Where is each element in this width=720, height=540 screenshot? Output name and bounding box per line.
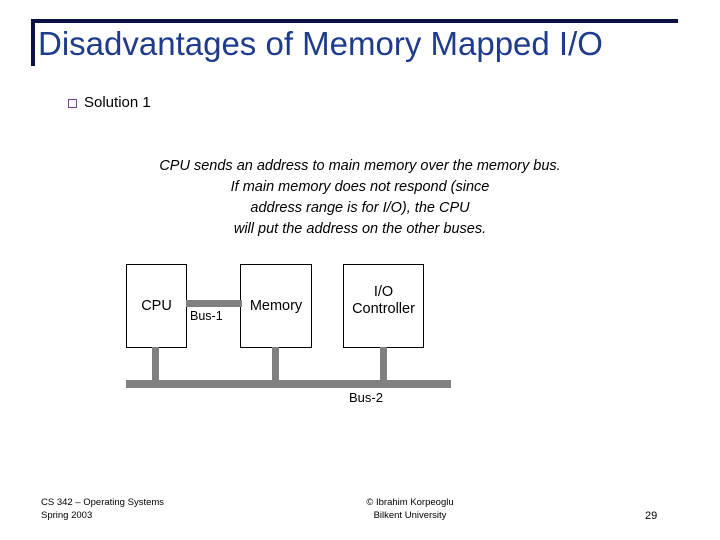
bus-2-stub-memory bbox=[272, 347, 279, 381]
footer-course-info: CS 342 – Operating Systems Spring 2003 bbox=[41, 496, 164, 522]
bus-1-label: Bus-1 bbox=[190, 309, 223, 323]
bus-2-stub-cpu bbox=[152, 347, 159, 381]
footer-copyright: © Ibrahim Korpeoglu Bilkent University bbox=[305, 496, 515, 522]
body-line-1: CPU sends an address to main memory over… bbox=[159, 158, 561, 174]
diagram-node-cpu[interactable]: CPU bbox=[126, 264, 187, 348]
bullet-list-item: Solution 1 bbox=[68, 86, 151, 112]
diagram-node-cpu-label: CPU bbox=[141, 297, 172, 314]
body-line-4: will put the address on the other buses. bbox=[233, 221, 487, 237]
bus-2-backbone bbox=[126, 380, 451, 388]
body-line-2: If main memory does not respond (since bbox=[230, 179, 490, 195]
diagram-node-memory[interactable]: Memory bbox=[240, 264, 312, 348]
footer-page-number: 29 bbox=[645, 510, 658, 522]
footer-author: © Ibrahim Korpeoglu bbox=[366, 497, 454, 508]
footer-term: Spring 2003 bbox=[41, 510, 93, 521]
bus-2-stub-io-controller bbox=[380, 347, 387, 381]
footer-course: CS 342 – Operating Systems bbox=[41, 497, 165, 508]
diagram-node-io-controller[interactable]: I/O Controller bbox=[343, 264, 424, 348]
title-rule-top bbox=[31, 19, 678, 23]
square-bullet-icon bbox=[68, 99, 77, 108]
bus-2-label: Bus-2 bbox=[349, 390, 383, 405]
footer-institution: Bilkent University bbox=[373, 510, 447, 521]
page-title: Disadvantages of Memory Mapped I/O bbox=[38, 25, 603, 62]
body-line-3: address range is for I/O), the CPU bbox=[250, 200, 470, 216]
diagram-node-memory-label: Memory bbox=[249, 297, 303, 314]
bus-1-connector bbox=[186, 300, 242, 307]
bullet-item-label: Solution 1 bbox=[84, 94, 151, 111]
diagram-node-io-controller-label: I/O Controller bbox=[352, 284, 415, 317]
body-paragraph: CPU sends an address to main memory over… bbox=[110, 156, 610, 240]
title-rule-left bbox=[31, 19, 35, 66]
